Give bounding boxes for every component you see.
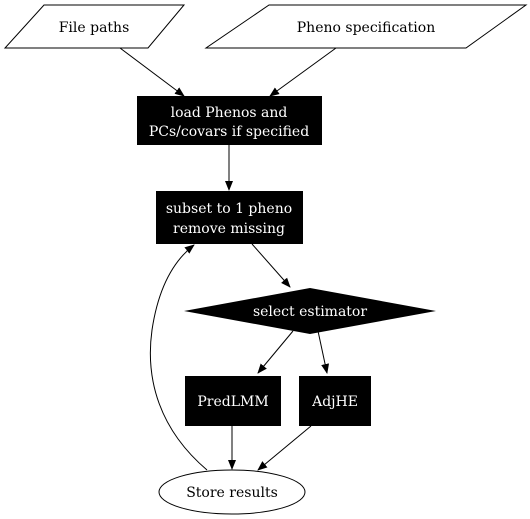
node-select-estimator: select estimator [184,288,436,334]
subset-line1: subset to 1 pheno [166,201,292,217]
edge-file-paths-to-load [119,47,185,97]
edge-select-to-adjhe [317,330,330,374]
subset-line2: remove missing [173,221,285,237]
node-store-results: Store results [158,469,306,515]
load-phenos-line1: load Phenos and [171,105,288,121]
adjhe-label: AdjHE [311,394,358,410]
pheno-spec-label: Pheno specification [297,20,435,36]
load-phenos-line2: PCs/covars if specified [149,124,309,140]
file-paths-label: File paths [59,20,130,36]
edge-adjhe-to-store [257,425,312,471]
edge-store-to-subset-loop [149,244,208,471]
predlmm-label: PredLMM [197,394,268,410]
node-adjhe: AdjHE [299,376,371,426]
node-load-phenos: load Phenos and PCs/covars if specified [137,96,322,145]
node-pheno-specification: Pheno specification [204,4,528,49]
predlmm-shape [185,376,281,426]
select-estimator-shape [184,288,436,334]
edge-subset-to-select [251,243,291,288]
store-results-shape [158,469,306,515]
subset-shape [156,191,303,244]
edge-pheno-spec-to-load [269,47,337,97]
load-phenos-shape [137,96,322,145]
store-results-label: Store results [186,485,278,501]
node-file-paths: File paths [3,4,186,49]
node-predlmm: PredLMM [185,376,281,426]
adjhe-shape [299,376,371,426]
edges [119,47,337,471]
file-paths-shape [3,4,186,49]
pheno-spec-shape [204,4,528,49]
select-estimator-label: select estimator [253,304,367,320]
edge-select-to-predlmm [257,330,294,374]
node-subset: subset to 1 pheno remove missing [156,191,303,244]
